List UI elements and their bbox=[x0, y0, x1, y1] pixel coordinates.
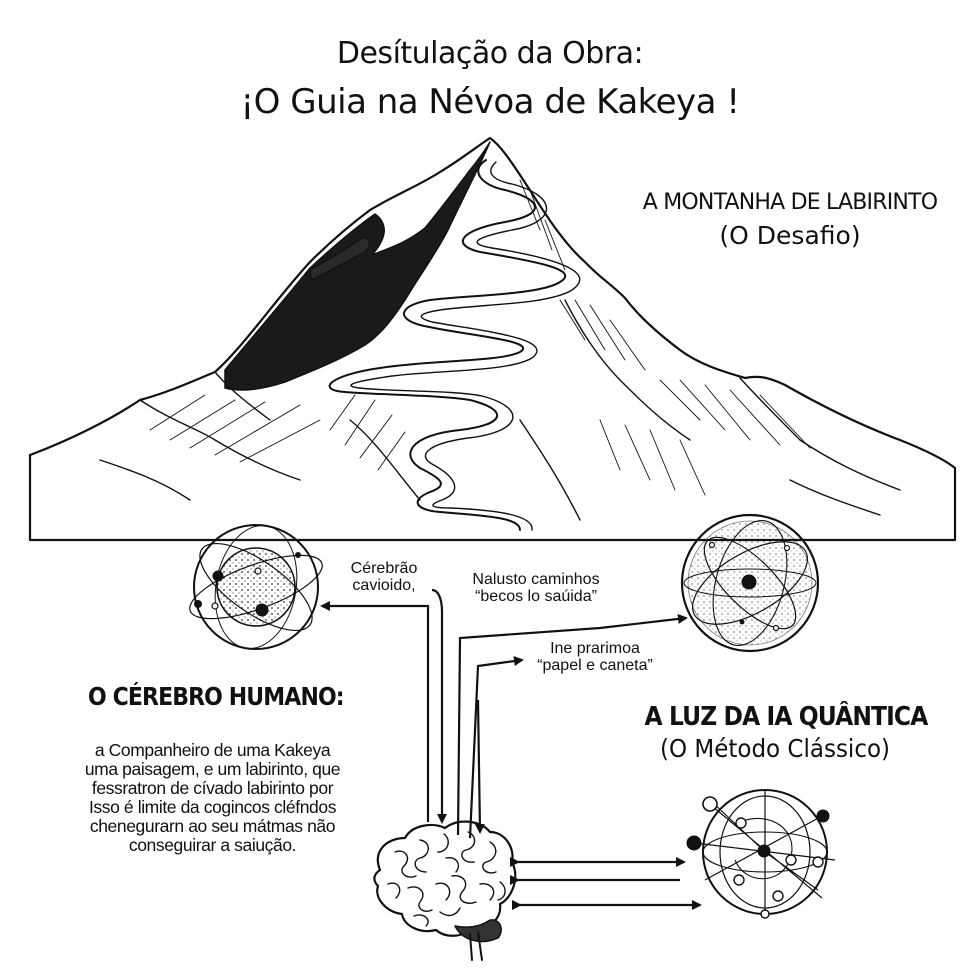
annotation-left-line1: Cérebrão bbox=[350, 560, 418, 577]
brain-label: O CÉREBRO HUMANO: bbox=[88, 682, 345, 711]
arrow-lower bbox=[468, 656, 524, 839]
description-line: Isso é limite da cogincos cléfndos bbox=[88, 797, 337, 817]
arrow-down-brain bbox=[474, 699, 485, 834]
quantum-label: A LUZ DA IA QUÂNTICA bbox=[644, 702, 929, 732]
orbit-sphere-icon bbox=[680, 513, 820, 653]
mountain-sublabel: (O Desafio) bbox=[719, 221, 861, 250]
mountain-maze-icon bbox=[28, 136, 957, 542]
network-circle-icon bbox=[686, 789, 836, 919]
page-title-line1: Desítulação da Obra: bbox=[336, 36, 644, 71]
description-line: uma paisagem, e um labirinto, que bbox=[84, 759, 341, 779]
atom-sphere-icon bbox=[189, 524, 323, 650]
arrows bbox=[320, 588, 702, 910]
annotation-lower: Ine prarimoa “papel e caneta” bbox=[515, 640, 675, 674]
brain-icon bbox=[373, 820, 517, 961]
annotation-middle: Nalusto caminhos “becos lo saúida” bbox=[446, 571, 626, 605]
arrow-to-brain-2 bbox=[456, 613, 688, 836]
description-line: chenegurarn ao seu mátmas não bbox=[89, 816, 336, 836]
description-line: fessratron de cívado labirinto por bbox=[91, 778, 334, 798]
mountain-label-block: A MONTANHA DE LABIRINTO (O Desafio) bbox=[640, 190, 940, 250]
description-line: a Companheiro de uma Kakeya bbox=[94, 740, 331, 760]
quantum-label-block: A LUZ DA IA QUÂNTICA (O Método Clássico) bbox=[630, 702, 929, 763]
arrow-to-left-sphere bbox=[320, 601, 430, 822]
annotation-left: Cérebrão cavioido, bbox=[334, 560, 434, 594]
winding-path bbox=[328, 159, 567, 531]
annotation-left-line2: cavioido, bbox=[352, 577, 416, 594]
quantum-sublabel: (O Método Clássico) bbox=[659, 734, 891, 763]
annotation-lower-line2: “papel e caneta” bbox=[537, 657, 653, 674]
mountain-shadow bbox=[224, 141, 491, 391]
page-title-line2: ¡O Guia na Névoa de Kakeya ! bbox=[240, 82, 740, 122]
mountain-outline bbox=[28, 136, 957, 542]
mountain-label: A MONTANHA DE LABIRINTO bbox=[642, 190, 938, 215]
annotation-middle-line1: Nalusto caminhos bbox=[472, 571, 600, 588]
description-line: conseguirar a saiução. bbox=[128, 835, 297, 855]
annotation-middle-line2: “becos lo saúida” bbox=[475, 588, 597, 605]
arrow-to-brain-1 bbox=[431, 588, 447, 824]
brain-description: a Companheiro de uma Kakeya uma paisagem… bbox=[40, 741, 385, 855]
annotation-lower-line1: Ine prarimoa bbox=[550, 640, 640, 657]
